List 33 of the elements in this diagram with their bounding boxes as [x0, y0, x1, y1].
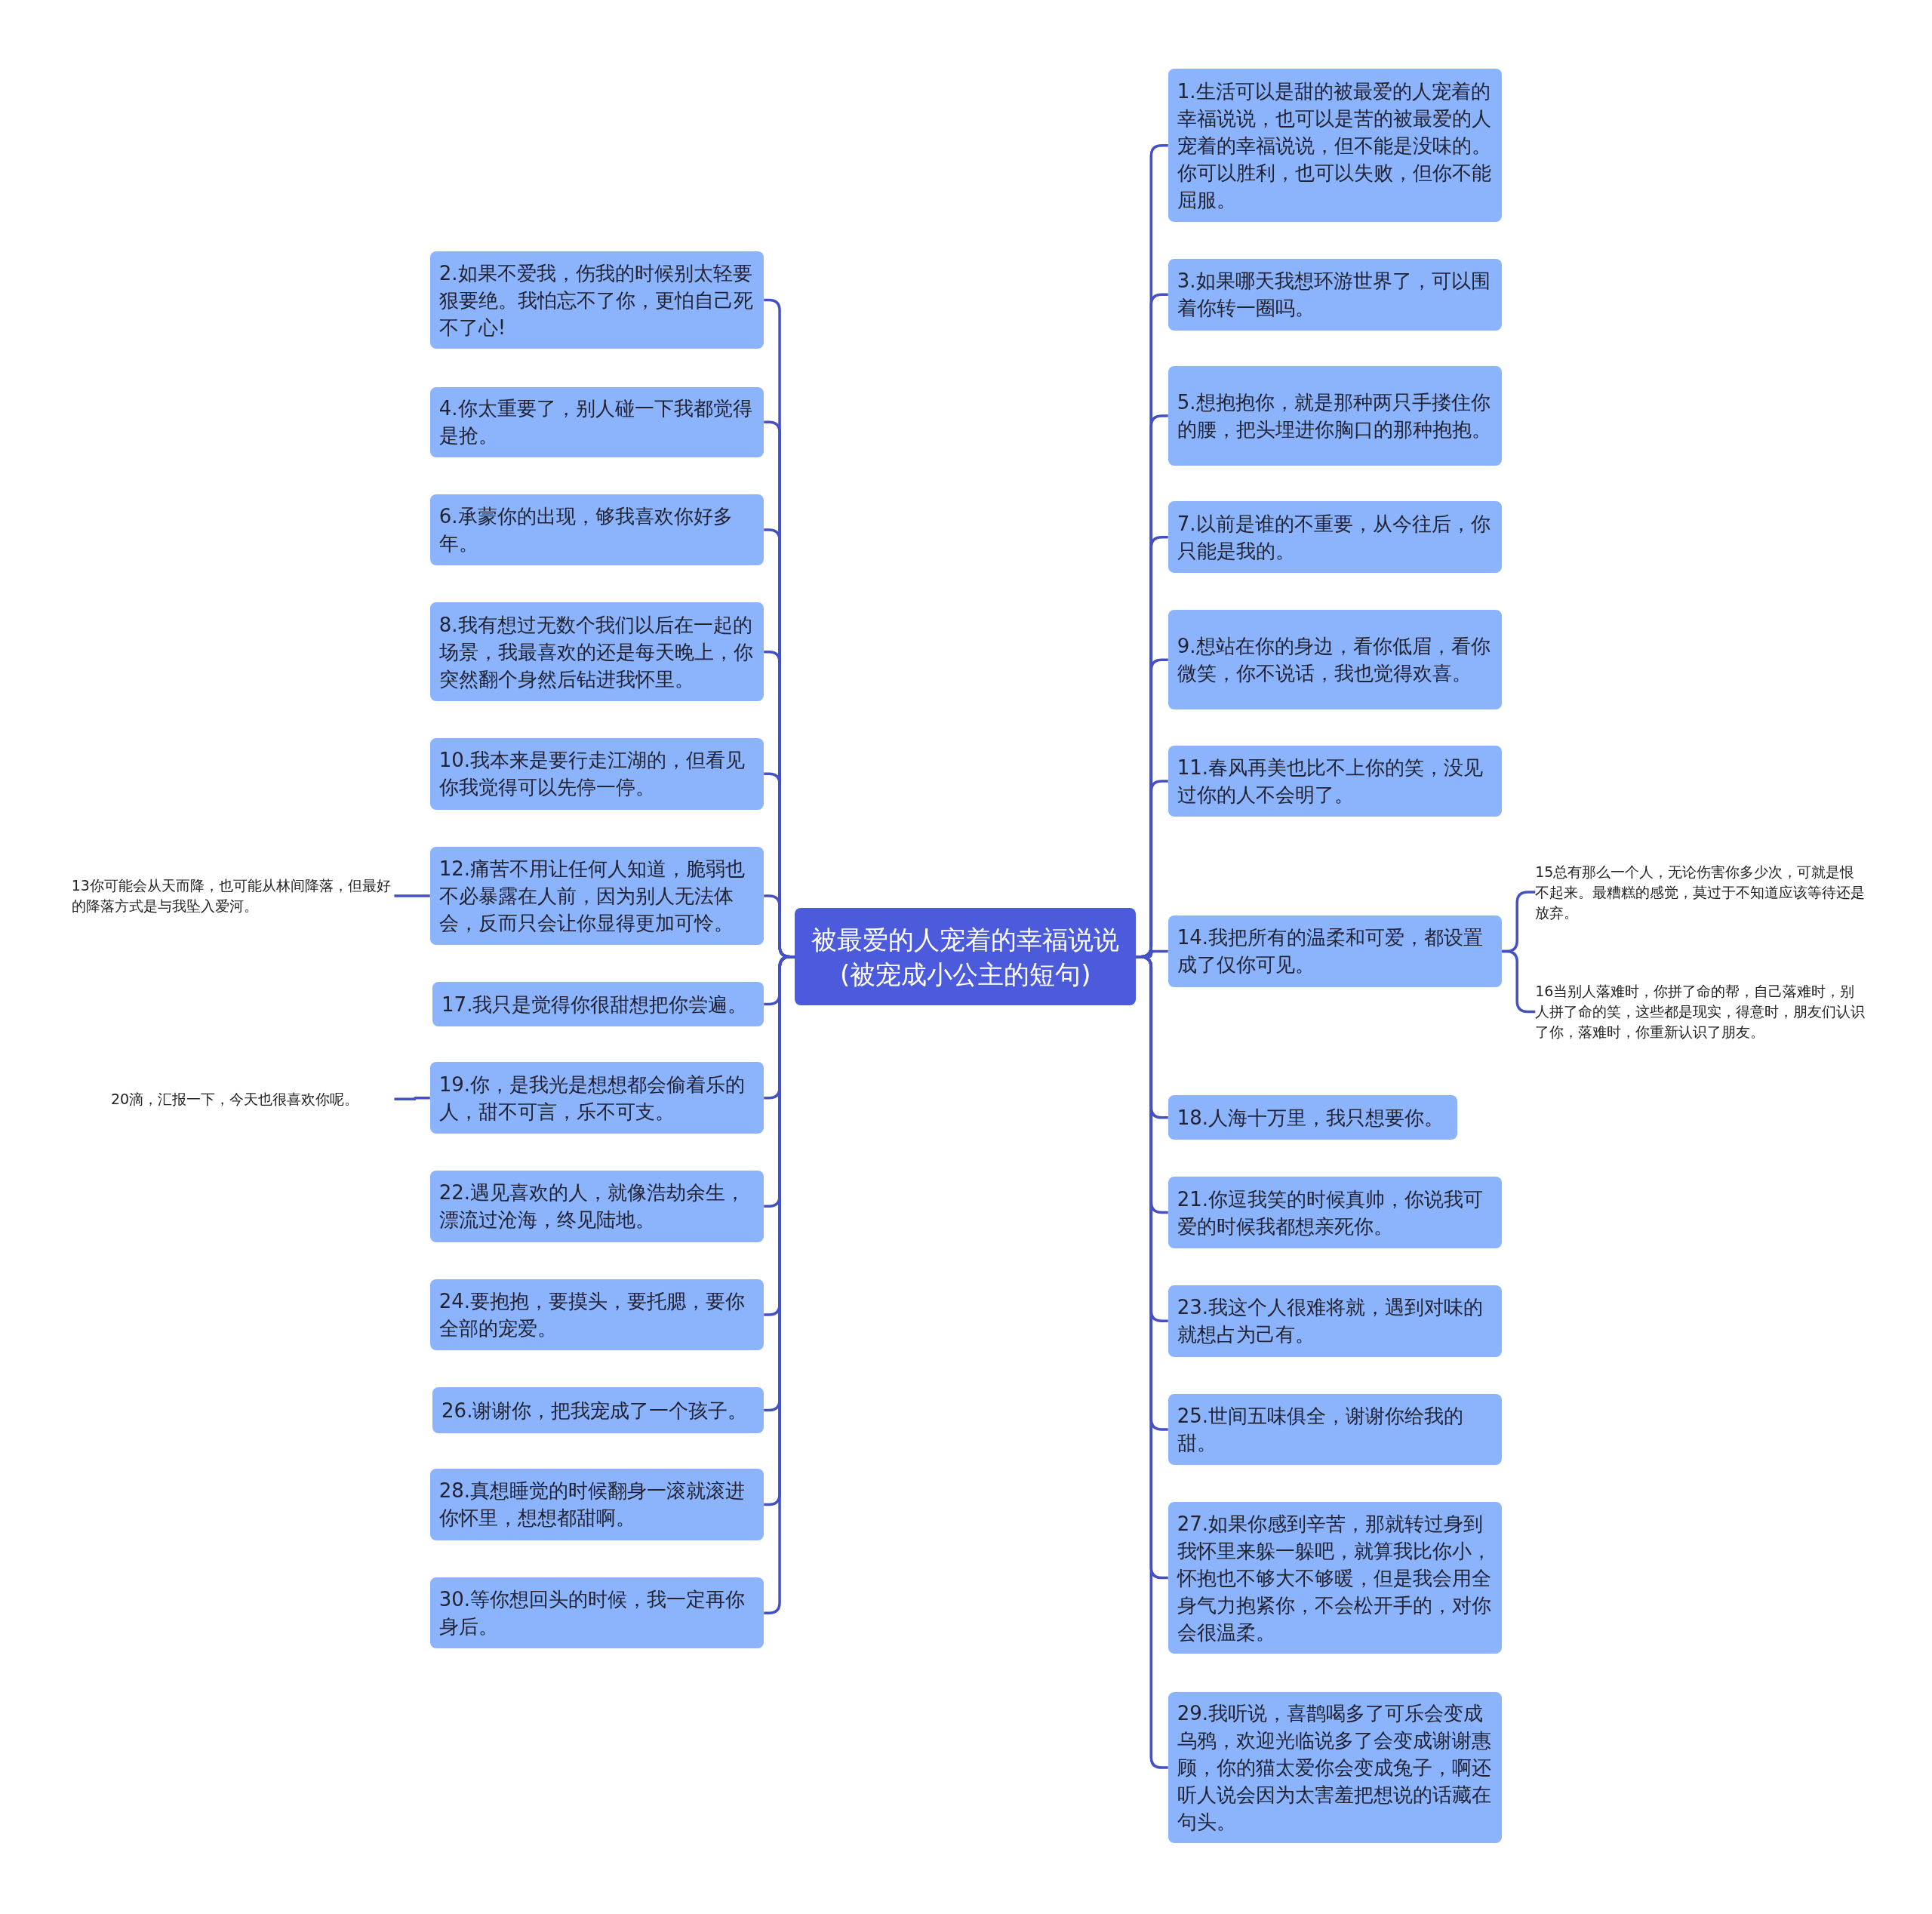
topic-box: 18.人海十万里，我只想要你。: [1168, 1095, 1458, 1140]
topic-box: 2.如果不爱我，伤我的时候别太轻要狠要绝。我怕忘不了你，更怕自己死不了心!: [429, 251, 764, 349]
topic-box: 6.承蒙你的出现，够我喜欢你好多年。: [429, 494, 764, 566]
topic-box: 被最爱的人宠着的幸福说说(被宠成小公主的短句): [795, 908, 1137, 1006]
topic-box: 4.你太重要了，别人碰一下我都觉得是抢。: [429, 386, 764, 457]
topic-box: 25.世间五味俱全，谢谢你给我的甜。: [1168, 1393, 1503, 1466]
topic-box: 14.我把所有的温柔和可爱，都设置成了仅你可见。: [1168, 915, 1503, 987]
topic-box: 11.春风再美也比不上你的笑，没见过你的人不会明了。: [1168, 745, 1503, 817]
topic-box: 1.生活可以是甜的被最爱的人宠着的幸福说说，也可以是苦的被最爱的人宠着的幸福说说，但不能是没味的。你可以胜利，也可以失败，但你不能屈服。: [1168, 69, 1503, 222]
note-text: 16当别人落难时，你拼了命的帮，自己落难时，别人拼了命的笑，这些都是现实，得意时，朋友们认识了你，落难时，你重新认识了朋友。: [1535, 968, 1866, 1055]
note-text: 15总有那么一个人，无论伤害你多少次，可就是恨不起来。最糟糕的感觉，莫过于不知道应该等待还是放弃。: [1535, 858, 1866, 926]
topic-box: 3.如果哪天我想环游世界了，可以围着你转一圈吗。: [1168, 258, 1503, 331]
topic-box: 5.想抱抱你，就是那种两只手搂住你的腰，把头埋进你胸口的那种抱抱。: [1168, 365, 1503, 466]
topic-box: 28.真想睡觉的时候翻身一滚就滚进你怀里，想想都甜啊。: [429, 1469, 764, 1540]
topic-box: 9.想站在你的身边，看你低眉，看你微笑，你不说话，我也觉得欢喜。: [1168, 610, 1503, 710]
note-text: 20滴，汇报一下，今天也很喜欢你呢。: [110, 1085, 395, 1113]
topic-box: 26.谢谢你，把我宠成了一个孩子。: [432, 1387, 764, 1433]
note-text: 13你可能会从天而降，也可能从林间降落，但最好的降落方式是与我坠入爱河。: [71, 871, 395, 921]
topic-box: 30.等你想回头的时候，我一定再你身后。: [429, 1577, 764, 1649]
topic-box: 21.你逗我笑的时候真帅，你说我可爱的时候我都想亲死你。: [1168, 1177, 1503, 1248]
topic-box: 12.痛苦不用让任何人知道，脆弱也不必暴露在人前，因为别人无法体会，反而只会让你显得更加可怜。: [429, 846, 764, 946]
topic-box: 22.遇见喜欢的人，就像浩劫余生，漂流过沧海，终见陆地。: [429, 1171, 764, 1242]
topic-box: 8.我有想过无数个我们以后在一起的场景，我最喜欢的还是每天晚上，你突然翻个身然后钻进我怀里。: [429, 602, 764, 701]
topic-box: 19.你，是我光是想想都会偷着乐的人，甜不可言，乐不可支。: [429, 1062, 764, 1134]
connector-line: [394, 894, 430, 897]
topic-box: 23.我这个人很难将就，遇到对味的就想占为己有。: [1168, 1285, 1503, 1357]
connector-line: [394, 1096, 430, 1101]
topic-box: 17.我只是觉得你很甜想把你尝遍。: [432, 982, 764, 1026]
topic-box: 24.要抱抱，要摸头，要托腮，要你全部的宠爱。: [429, 1279, 764, 1351]
topic-box: 27.如果你感到辛苦，那就转过身到我怀里来躲一躲吧，就算我比你小，怀抱也不够大不够暖，但是我会用全身气力抱紧你，不会松开手的，对你会很温柔。: [1168, 1502, 1503, 1654]
topic-box: 29.我听说，喜鹊喝多了可乐会变成乌鸦，欢迎光临说多了会变成谢谢惠顾，你的猫太爱你会变成兔子，啊还听人说会因为太害羞把想说的话藏在句头。: [1168, 1691, 1503, 1844]
topic-box: 10.我本来是要行走江湖的，但看见你我觉得可以先停一停。: [429, 737, 764, 810]
topic-box: 7.以前是谁的不重要，从今往后，你只能是我的。: [1168, 501, 1503, 574]
